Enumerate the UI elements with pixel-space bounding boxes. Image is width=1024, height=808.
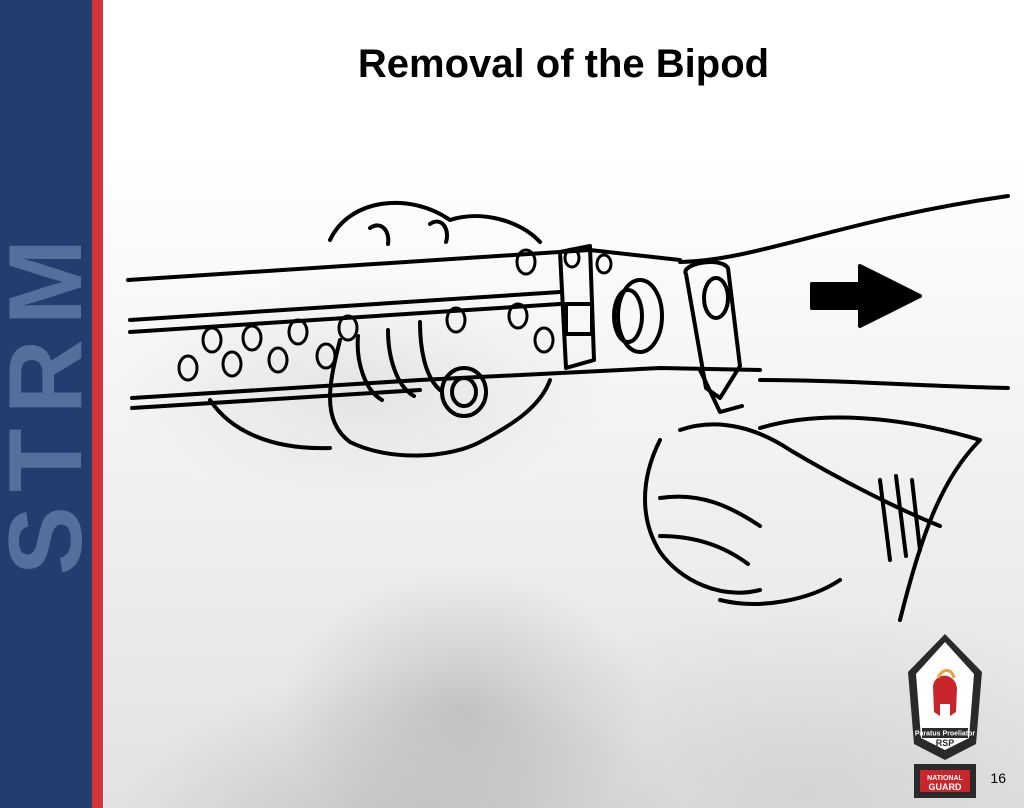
rifle-barrel-line: [130, 366, 762, 400]
rifle-stock-top: [678, 194, 1010, 264]
gripping-hand: [328, 338, 552, 458]
emblem-national: NATIONAL: [927, 775, 963, 782]
rifle-handguard-rail: [128, 290, 562, 322]
bipod-removal-illustration: [126, 194, 1010, 622]
direction-arrow: [810, 264, 922, 328]
upper-hand: [328, 200, 542, 244]
sidebar-band: STRM: [0, 0, 104, 808]
emblem-guard: GUARD: [929, 782, 962, 792]
emblem-abbrev: RSP: [936, 738, 955, 748]
rifle-stock-bottom: [758, 378, 1010, 390]
sidebar-red-stripe: [92, 0, 103, 808]
bipod-clamp: [683, 260, 742, 400]
forearm: [758, 415, 982, 622]
spartan-helmet-icon: [933, 675, 957, 716]
emblem-motto: Paratus Proeliator: [915, 731, 976, 738]
sidebar-vertical-text: STRM: [0, 224, 104, 576]
bipod-hand: [643, 438, 762, 595]
recruit-program-emblem: Paratus Proeliator RSP NATIONAL GUARD: [908, 634, 982, 798]
slide-title: Removal of the Bipod: [357, 42, 770, 86]
barrel-collar: [616, 278, 664, 354]
page-number: 16: [990, 770, 1006, 786]
